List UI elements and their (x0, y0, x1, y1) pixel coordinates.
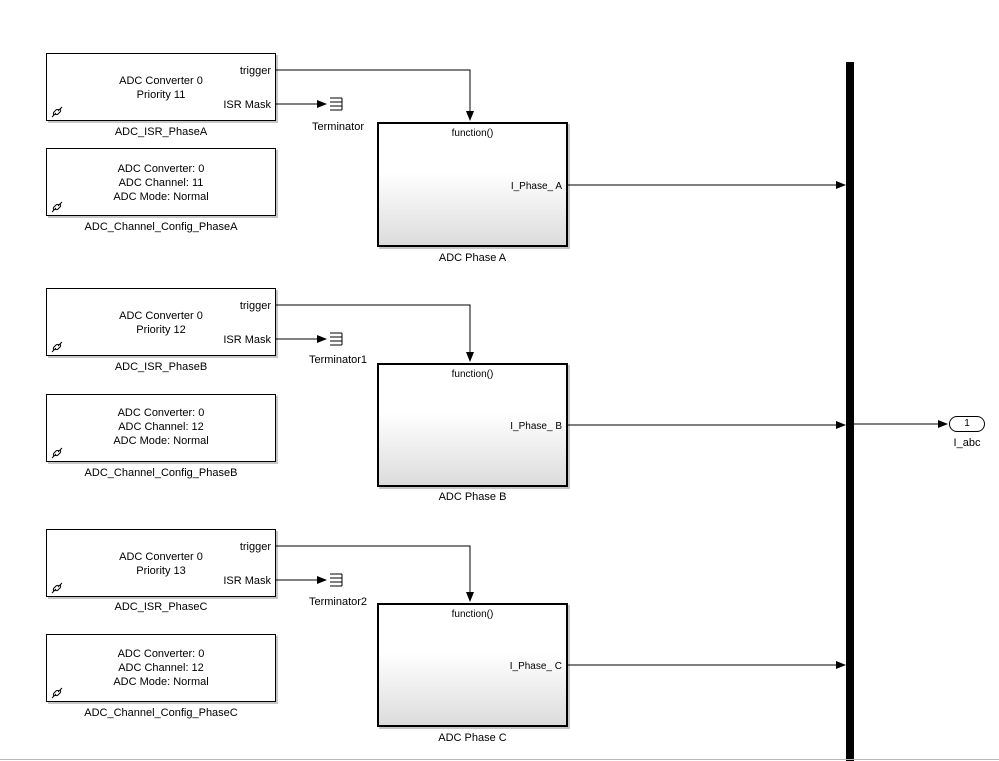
phase-b-out-port: I_Phase_ B (510, 421, 562, 432)
isr-b-mask-port: ISR Mask (223, 334, 271, 346)
isr-block-c-name: ADC_ISR_PhaseC (114, 601, 208, 613)
terminator-c-name: Terminator2 (308, 596, 368, 608)
config-a-line-1: ADC Converter: 0 (117, 163, 205, 175)
adc-phase-a-subsystem[interactable]: function() I_Phase_ A (377, 122, 568, 247)
adc-isr-block-a[interactable]: ADC Converter 0 Priority 11 trigger ISR … (46, 53, 276, 121)
phase-a-subsystem-name: ADC Phase A (438, 252, 507, 264)
config-b-line-2: ADC Channel: 12 (118, 421, 204, 433)
terminator-a-name: Terminator (312, 121, 364, 133)
config-a-line-3: ADC Mode: Normal (113, 191, 209, 203)
phase-b-trigger-port: function() (451, 369, 494, 380)
trigger-line-b[interactable] (276, 304, 474, 362)
library-link-icon (51, 201, 63, 213)
phase-a-out-port: I_Phase_ A (510, 181, 562, 192)
isr-block-a-name: ADC_ISR_PhaseA (114, 126, 208, 138)
isr-a-trigger-port: trigger (239, 65, 271, 77)
config-b-line-1: ADC Converter: 0 (117, 407, 205, 419)
isr-b-trigger-port: trigger (239, 300, 271, 312)
phase-c-out-port: I_Phase_ C (509, 661, 562, 672)
adc-config-block-c[interactable]: ADC Converter: 0 ADC Channel: 12 ADC Mod… (46, 634, 276, 702)
isr-c-line-2: Priority 13 (136, 565, 186, 577)
phase-b-subsystem-name: ADC Phase B (438, 491, 507, 503)
trigger-line-a[interactable] (276, 69, 474, 121)
config-block-a-name: ADC_Channel_Config_PhaseA (84, 221, 238, 233)
phase-c-subsystem-name: ADC Phase C (438, 732, 507, 744)
isr-a-line-1: ADC Converter 0 (119, 75, 203, 87)
trigger-line-c[interactable] (276, 545, 474, 602)
isr-a-mask-port: ISR Mask (223, 99, 271, 111)
config-block-b-name: ADC_Channel_Config_PhaseB (84, 467, 238, 479)
isr-a-line-2: Priority 11 (136, 89, 186, 101)
isr-b-line-2: Priority 12 (136, 324, 186, 336)
outport-name: I_abc (953, 437, 981, 449)
config-b-line-3: ADC Mode: Normal (113, 435, 209, 447)
adc-phase-b-subsystem[interactable]: function() I_Phase_ B (377, 363, 568, 487)
isr-c-mask-port: ISR Mask (223, 575, 271, 587)
config-a-line-2: ADC Channel: 11 (118, 177, 204, 189)
adc-config-block-a[interactable]: ADC Converter: 0 ADC Channel: 11 ADC Mod… (46, 148, 276, 216)
isr-block-b-name: ADC_ISR_PhaseB (114, 361, 208, 373)
config-block-c-name: ADC_Channel_Config_PhaseC (84, 707, 238, 719)
adc-isr-block-c[interactable]: ADC Converter 0 Priority 13 trigger ISR … (46, 529, 276, 597)
config-c-line-2: ADC Channel: 12 (118, 662, 204, 674)
library-link-icon (51, 341, 63, 353)
config-c-line-3: ADC Mode: Normal (113, 676, 209, 688)
isr-c-line-1: ADC Converter 0 (119, 551, 203, 563)
adc-config-block-b[interactable]: ADC Converter: 0 ADC Channel: 12 ADC Mod… (46, 394, 276, 462)
phase-c-trigger-port: function() (451, 609, 494, 620)
canvas-bottom-border (0, 759, 999, 760)
isr-c-trigger-port: trigger (239, 541, 271, 553)
library-link-icon (51, 687, 63, 699)
terminator-glyph-b[interactable] (330, 332, 343, 346)
isr-b-line-1: ADC Converter 0 (119, 310, 203, 322)
terminator-glyph-c[interactable] (330, 573, 343, 587)
library-link-icon (51, 106, 63, 118)
adc-isr-block-b[interactable]: ADC Converter 0 Priority 12 trigger ISR … (46, 288, 276, 356)
phase-a-trigger-port: function() (451, 128, 494, 139)
adc-phase-c-subsystem[interactable]: function() I_Phase_ C (377, 603, 568, 727)
terminator-b-name: Terminator1 (308, 354, 368, 366)
library-link-icon (51, 582, 63, 594)
library-link-icon (51, 447, 63, 459)
terminator-glyph-a[interactable] (330, 97, 343, 111)
outport-block[interactable]: 1 (949, 416, 985, 432)
config-c-line-1: ADC Converter: 0 (117, 648, 205, 660)
bus-mux[interactable] (846, 62, 854, 761)
